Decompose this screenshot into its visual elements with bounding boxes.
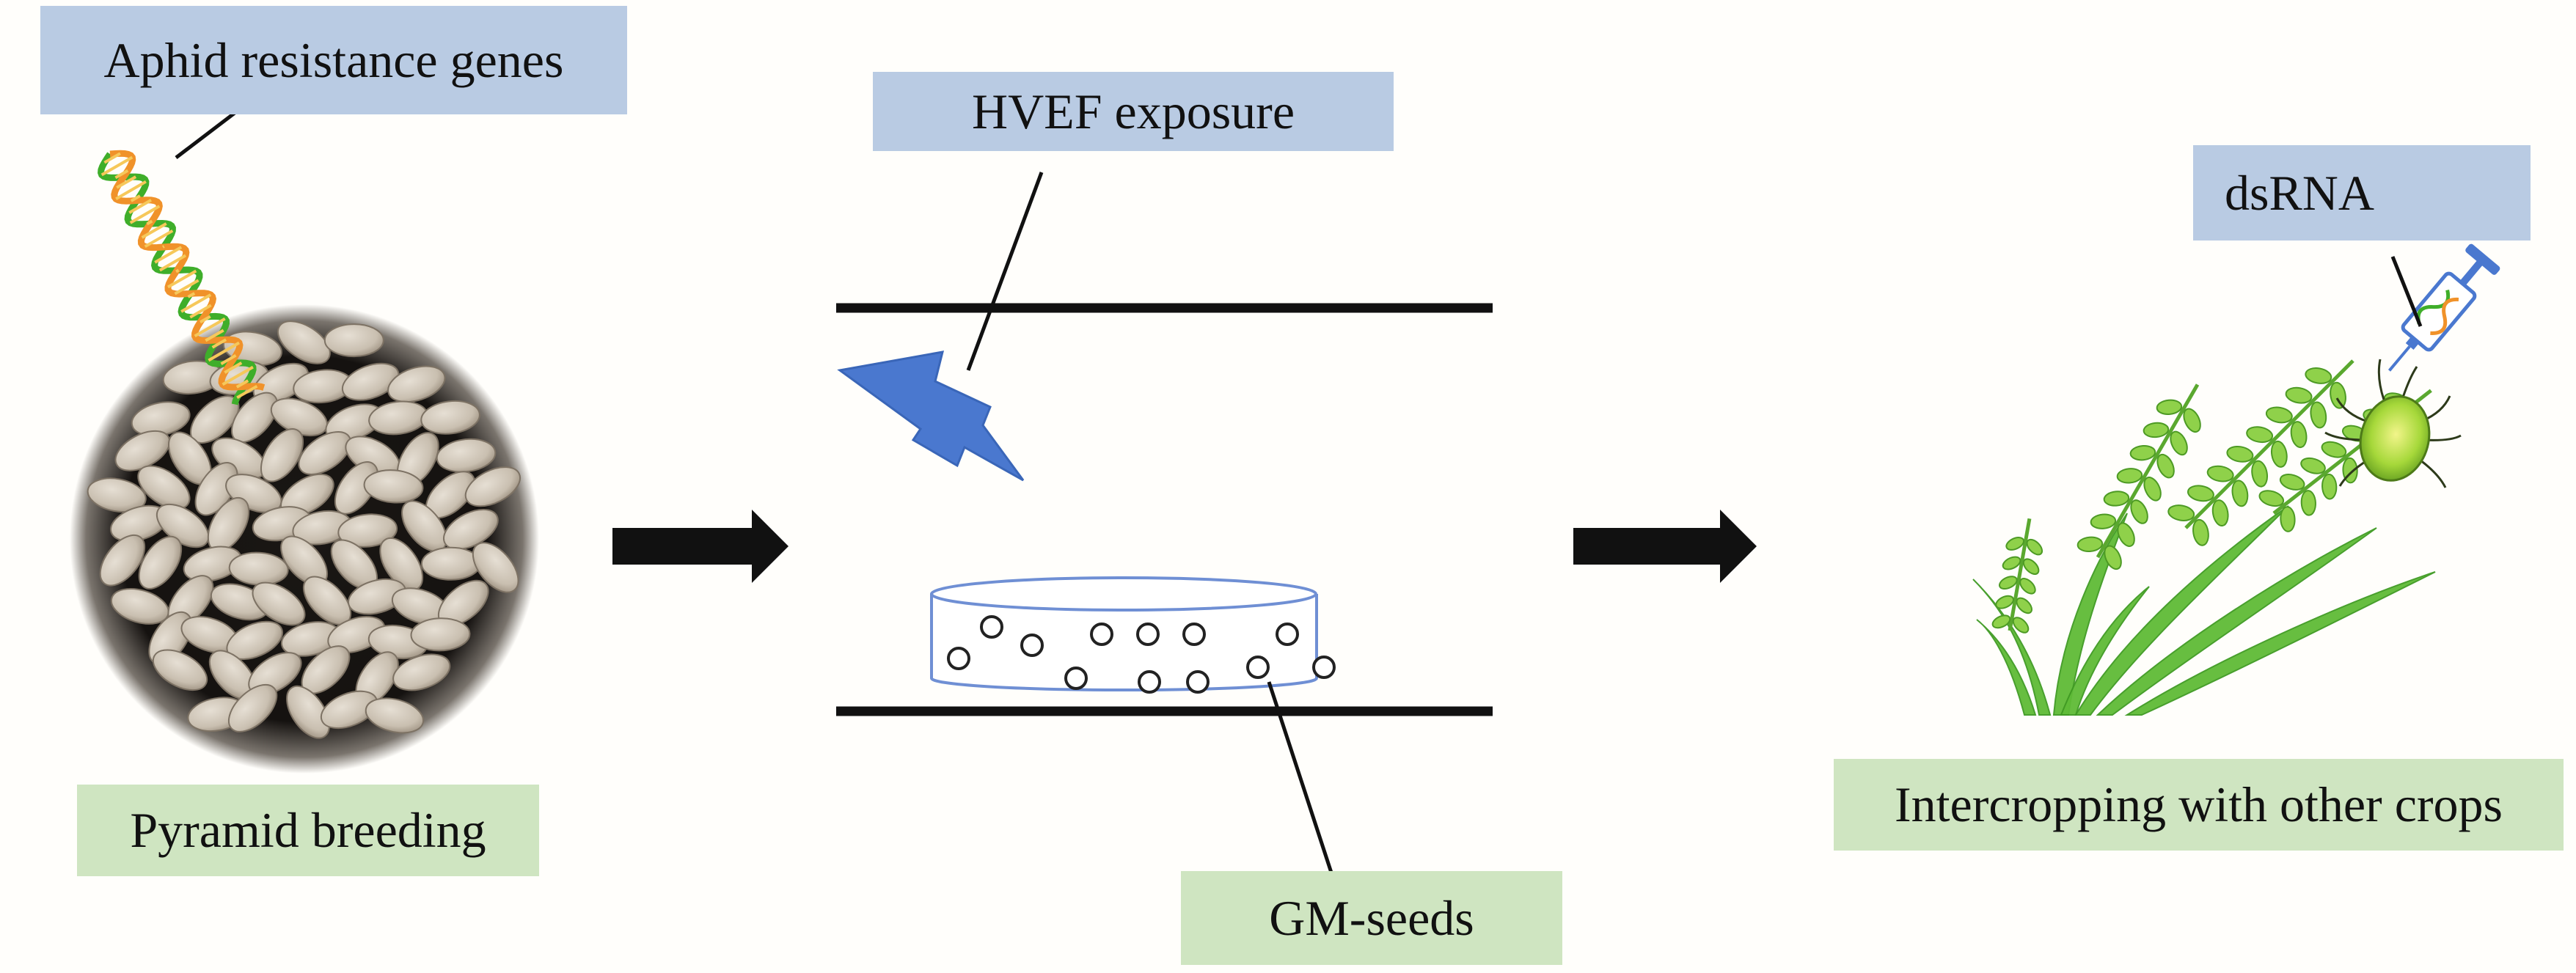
dna-helix-icon: [98, 150, 266, 405]
wheat-seed: [138, 535, 183, 590]
hvef-exposure-label: HVEF exposure: [873, 72, 1394, 151]
seed-circle: [980, 615, 1003, 639]
seed-circle: [1186, 670, 1210, 694]
wheat-icon: [1972, 359, 2436, 716]
process-arrow-2: [1573, 510, 1757, 583]
hvef-leader-line: [966, 172, 1044, 371]
gm-seeds-leader-line: [1267, 681, 1333, 873]
aphid-icon: [2324, 359, 2462, 488]
wheat-seed: [114, 430, 171, 471]
gm-seeds-label: GM-seeds: [1181, 871, 1562, 965]
wheat-seed: [420, 546, 481, 581]
dsrna-leader-line: [2390, 256, 2423, 327]
seed-circle: [1136, 623, 1160, 646]
wheat-seed: [286, 685, 330, 739]
seed-circle: [1246, 656, 1270, 679]
aphid-resistance-genes-label: Aphid resistance genes: [40, 6, 627, 114]
syringe-icon: [2387, 243, 2500, 372]
seed-circle: [1020, 634, 1044, 657]
wheat-seed: [341, 362, 400, 401]
seed-circle: [1276, 623, 1299, 646]
wheat-seed: [365, 697, 425, 734]
wheat-seed: [194, 462, 238, 516]
wheat-seed: [152, 649, 208, 691]
wheat-seed: [392, 653, 451, 691]
wheat-seed: [137, 465, 191, 510]
wheat-seed: [464, 466, 522, 507]
wheat-seed: [472, 542, 519, 593]
seed-circle: [1090, 623, 1113, 646]
lightning-icon: [837, 350, 1025, 482]
seed-circle: [1138, 670, 1161, 694]
wheat-seed: [227, 683, 278, 732]
wheat-seed: [298, 431, 352, 475]
wheat-seed: [436, 438, 497, 473]
wheat-seed: [387, 365, 446, 403]
intercropping-label: Intercropping with other crops: [1834, 759, 2564, 851]
wheat-seed: [363, 469, 424, 504]
seed-circle: [1064, 667, 1088, 690]
pyramid-breeding-label: Pyramid breeding: [77, 785, 539, 876]
wheat-seed: [87, 477, 147, 513]
wheat-seed: [420, 400, 480, 435]
seed-circle: [1182, 623, 1206, 646]
wheat-seed: [99, 534, 146, 587]
seed-circle: [947, 647, 970, 670]
seed-circle: [1312, 656, 1336, 679]
wheat-seed: [252, 581, 306, 626]
process-arrow-1: [612, 510, 788, 583]
wheat-seed: [410, 617, 471, 652]
wheat-seed: [337, 513, 398, 548]
wheat-seed: [323, 323, 384, 358]
petri-dish-icon: [930, 576, 1336, 694]
wheat-seed: [260, 428, 304, 482]
wheat-seed: [277, 320, 331, 364]
seed-cluster-image: [70, 304, 539, 774]
dsrna-label: dsRNA: [2193, 145, 2531, 241]
